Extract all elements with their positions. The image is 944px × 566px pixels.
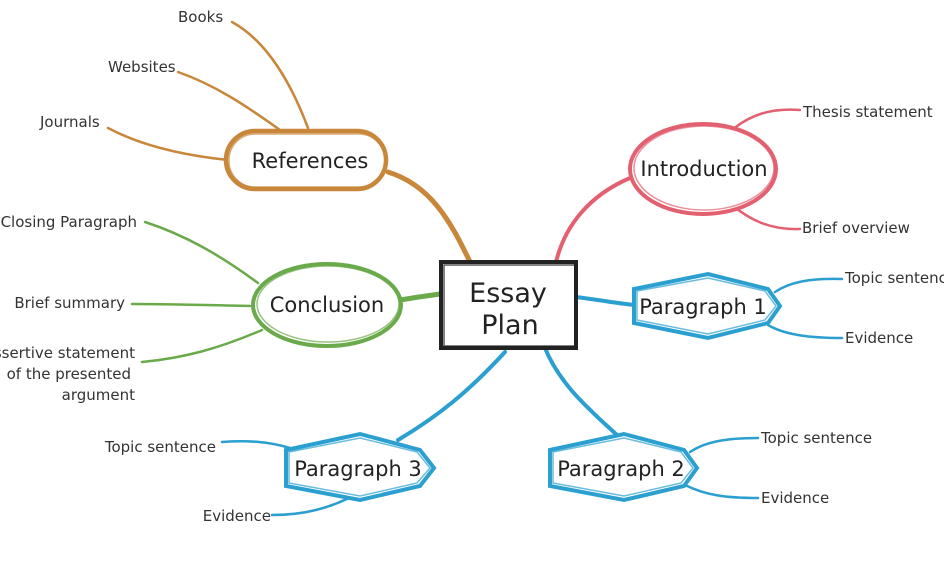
conclusion-ellipse-sketch — [256, 265, 400, 343]
connector-introduction — [554, 176, 632, 264]
leaf-p1-topic-sentence: Topic sentence — [844, 269, 944, 287]
center-title-line1: Essay — [469, 278, 547, 309]
connector-websites — [176, 70, 282, 132]
paragraph2-hexagon — [548, 431, 700, 503]
conclusion-label: Conclusion — [270, 293, 384, 317]
connector-p2-topic — [688, 436, 760, 454]
leaf-assertive-line2: of the presented — [7, 365, 131, 383]
paragraph2-label: Paragraph 2 — [557, 457, 685, 481]
paragraph1-hexagon-sketch — [636, 277, 777, 335]
center-box-sketch — [443, 264, 576, 347]
leaf-p1-evidence: Evidence — [845, 329, 913, 347]
leaf-assertive-line1: Assertive statement — [0, 344, 135, 362]
node-center: Essay Plan — [439, 260, 578, 350]
connector-conclusion — [397, 291, 443, 303]
center-title-line2: Plan — [481, 310, 538, 341]
introduction-ellipse — [628, 122, 778, 216]
paragraph3-hexagon-sketch — [288, 437, 431, 497]
connector-brief-summary — [130, 302, 252, 308]
paragraph2-hexagon-sketch — [552, 437, 694, 497]
references-label: References — [252, 149, 369, 173]
leaf-books: Books — [178, 8, 223, 26]
connector-thesis — [730, 108, 802, 132]
node-introduction: Introduction — [628, 122, 778, 216]
node-paragraph2: Paragraph 2 — [548, 431, 700, 503]
leaf-connectors — [106, 20, 844, 517]
connector-p1-evidence — [766, 323, 844, 340]
connector-paragraph1 — [574, 295, 636, 307]
connector-references — [385, 169, 473, 265]
connector-journals — [106, 126, 230, 162]
node-paragraph1: Paragraph 1 — [632, 271, 783, 341]
conclusion-ellipse — [251, 262, 403, 348]
connector-assertive — [140, 328, 264, 364]
leaf-brief-overview: Brief overview — [802, 219, 910, 237]
leaf-thesis-statement: Thesis statement — [802, 103, 933, 121]
references-box — [223, 128, 389, 192]
leaf-p3-topic-sentence: Topic sentence — [104, 438, 216, 456]
leaf-p2-evidence: Evidence — [761, 489, 829, 507]
leaf-websites: Websites — [108, 58, 176, 76]
leaf-closing-paragraph: Closing Paragraph — [1, 213, 137, 231]
introduction-label: Introduction — [640, 157, 767, 181]
main-connectors — [385, 169, 636, 442]
connector-paragraph2 — [543, 346, 620, 438]
references-box-sketch — [228, 133, 386, 188]
connector-p1-topic — [773, 277, 844, 294]
connector-paragraph3 — [396, 350, 507, 442]
connector-p3-topic — [220, 440, 292, 450]
connector-closing-paragraph — [143, 220, 260, 285]
node-references: References — [223, 128, 389, 192]
connector-books — [230, 20, 310, 130]
paragraph3-label: Paragraph 3 — [294, 457, 422, 481]
connector-p2-evidence — [683, 483, 760, 500]
leaf-brief-summary: Brief summary — [14, 294, 125, 312]
paragraph1-label: Paragraph 1 — [639, 295, 767, 319]
leaf-journals: Journals — [39, 113, 100, 131]
leaf-labels: Books Websites Journals Closing Paragrap… — [0, 8, 944, 525]
paragraph3-hexagon — [284, 431, 437, 503]
leaf-p2-topic-sentence: Topic sentence — [760, 429, 872, 447]
leaf-assertive-line3: argument — [62, 386, 135, 404]
introduction-ellipse-sketch — [633, 125, 775, 211]
center-box — [439, 260, 578, 350]
leaf-p3-evidence: Evidence — [203, 507, 271, 525]
node-paragraph3: Paragraph 3 — [284, 431, 437, 503]
paragraph1-hexagon — [632, 271, 783, 341]
node-conclusion: Conclusion — [251, 262, 403, 348]
